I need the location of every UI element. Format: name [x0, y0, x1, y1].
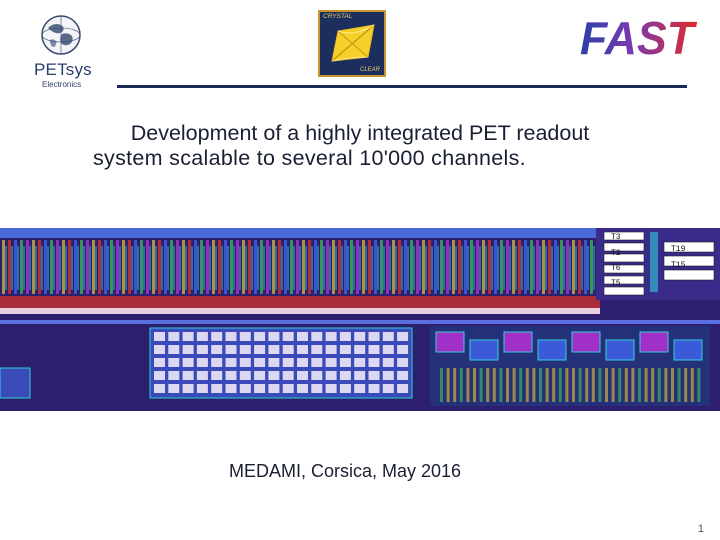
- slide-title-line-1: Development of a highly integrated PET r…: [130, 121, 590, 145]
- crystal-logo-top-text: CRYSTAL: [323, 13, 353, 20]
- petsys-logo-name: PETsys: [34, 60, 92, 79]
- chip-label: T3: [611, 233, 621, 242]
- crystal-icon: [331, 24, 375, 62]
- fast-logo-text: FAST: [580, 12, 698, 60]
- chip-label: T6: [611, 264, 621, 273]
- header-divider: [117, 85, 687, 88]
- chip-label: T5: [611, 279, 621, 288]
- fast-logo-graphic: FAST: [580, 12, 698, 64]
- slide-subtitle: MEDAMI, Corsica, May 2016: [228, 461, 462, 481]
- chip-label: T15: [671, 261, 686, 270]
- crystal-logo-bottom-text: CLEAR: [359, 67, 380, 73]
- petsys-logo-subtitle: Electronics: [42, 80, 82, 89]
- petsys-logo: PETsys Electronics: [22, 14, 102, 90]
- chip-label: T2: [611, 249, 621, 258]
- globe-icon: [41, 15, 81, 55]
- chip-label: T19: [671, 245, 686, 254]
- crystal-clear-logo: CRYSTAL CLEAR: [318, 10, 386, 77]
- slide-title-line-2: system scalable to several 10'000 channe…: [93, 146, 526, 170]
- page-number: 1: [697, 523, 704, 535]
- fast-logo: FAST: [578, 10, 698, 64]
